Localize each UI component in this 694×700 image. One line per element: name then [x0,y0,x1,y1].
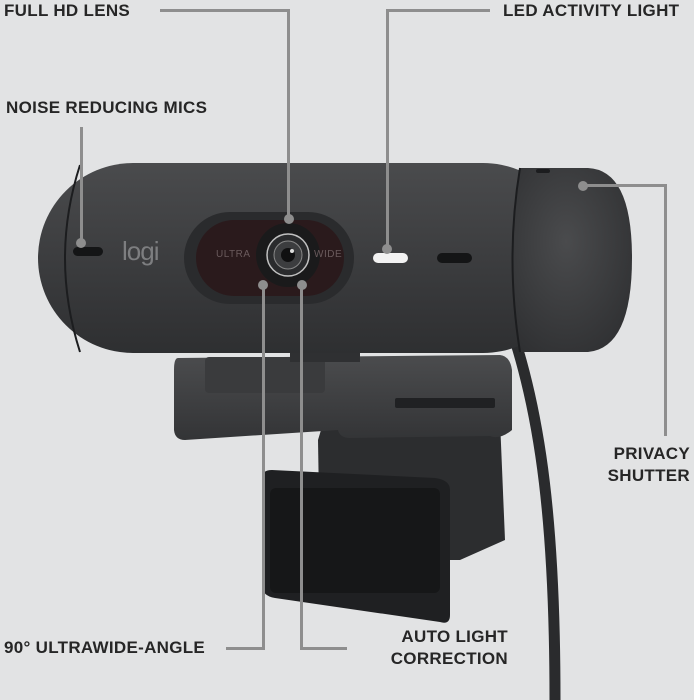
led-light [373,253,408,263]
label-noise-reducing-mics: NOISE REDUCING MICS [6,98,208,117]
mic-right [437,253,472,263]
lens-text-wide: WIDE [314,249,343,260]
label-privacy-line2: SHUTTER [607,466,690,485]
label-led-activity-light: LED ACTIVITY LIGHT [503,1,680,20]
leader-full-hd-lens-v [287,9,290,217]
leader-full-hd-lens-h [160,9,290,12]
dot-full-hd-lens [284,214,294,224]
leader-auto-light-v [300,285,303,649]
dot-led [382,244,392,254]
mic-left [73,247,103,256]
dot-mics [76,238,86,248]
label-privacy-shutter: PRIVACY SHUTTER [608,443,690,487]
leader-ultrawide-h [226,647,265,650]
label-auto-light-correction: AUTO LIGHT CORRECTION [366,626,508,670]
leader-mics [80,127,83,242]
label-auto-light-line1: AUTO LIGHT [401,627,508,646]
label-privacy-line1: PRIVACY [613,444,690,463]
leader-privacy-h [583,184,667,187]
leader-ultrawide-v [262,285,265,649]
leader-privacy-v [664,184,667,436]
leader-led-v [386,9,389,249]
leader-auto-light-h [300,647,347,650]
lens-text-ultra: ULTRA [216,249,251,260]
leader-led-h [386,9,490,12]
label-auto-light-line2: CORRECTION [390,649,508,668]
privacy-shutter [512,168,632,352]
usb-cable [509,338,561,700]
label-ultrawide-angle: 90° ULTRAWIDE-ANGLE [4,638,206,657]
brand-logo: logi [122,236,159,266]
label-full-hd-lens: FULL HD LENS [4,1,131,20]
